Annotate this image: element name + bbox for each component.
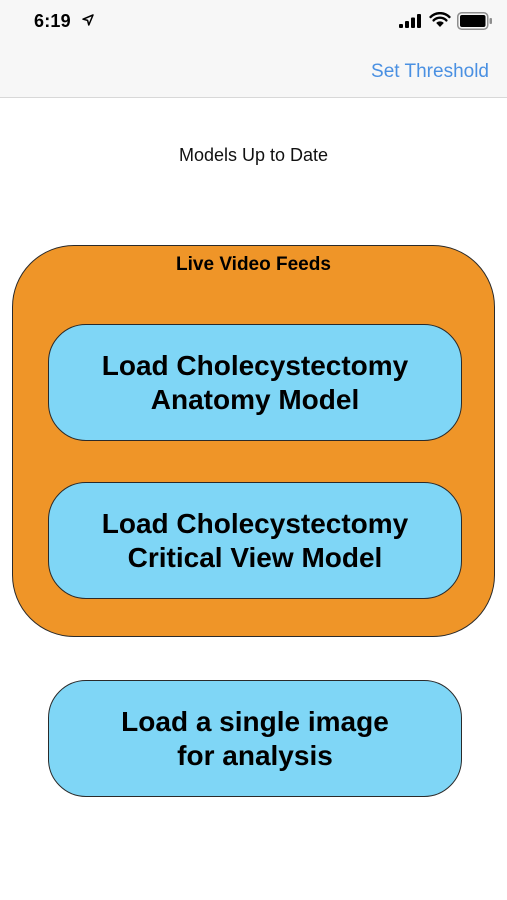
navigation-bar: 6:19 Set Threshold — [0, 0, 507, 98]
cellular-signal-icon — [399, 14, 421, 28]
set-threshold-button[interactable]: Set Threshold — [371, 61, 489, 82]
button-label: Load Cholecystectomy Critical View Model — [101, 507, 409, 573]
status-time: 6:19 — [34, 11, 71, 31]
load-single-image-button[interactable]: Load a single image for analysis — [48, 680, 462, 797]
button-label: Load Cholecystectomy Anatomy Model — [101, 349, 409, 415]
group-title: Live Video Feeds — [176, 254, 331, 275]
location-arrow-icon — [82, 14, 94, 26]
load-critical-view-model-button[interactable]: Load Cholecystectomy Critical View Model — [48, 482, 462, 599]
button-label: Load a single image for analysis — [121, 705, 389, 771]
battery-icon — [457, 12, 492, 30]
wifi-icon — [429, 12, 451, 27]
load-anatomy-model-button[interactable]: Load Cholecystectomy Anatomy Model — [48, 324, 462, 441]
models-status-text: Models Up to Date — [178, 145, 329, 165]
